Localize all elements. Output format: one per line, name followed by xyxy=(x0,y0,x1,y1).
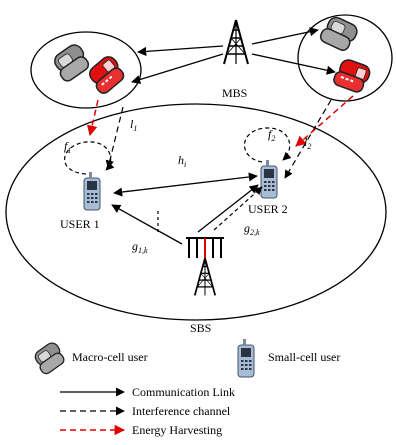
sbs-label: SBS xyxy=(190,321,211,335)
small-cell-phone-user2 xyxy=(260,159,278,199)
small-cell-boundary xyxy=(5,103,387,321)
label-f1: f1 xyxy=(64,139,71,155)
label-g1: g1,k xyxy=(132,239,148,255)
small-cell-phone-user1 xyxy=(83,171,101,211)
legend: Macro-cell user Small-cell user Communic… xyxy=(30,338,340,437)
label-h-i: hi xyxy=(178,153,186,169)
label-l1: l1 xyxy=(130,117,137,133)
legend-communication-label: Communication Link xyxy=(132,385,235,399)
mbs-label: MBS xyxy=(222,86,247,100)
user1-label: USER 1 xyxy=(60,217,100,231)
self-loop-f1 xyxy=(64,141,115,175)
legend-interference-label: Interference channel xyxy=(132,404,231,418)
energy-right xyxy=(295,95,354,147)
legend-macro-user-icon xyxy=(30,339,68,377)
mbs-link-red-right xyxy=(251,53,336,75)
label-g2: g2,k xyxy=(244,221,260,237)
user2-label: USER 2 xyxy=(248,202,288,216)
legend-small-user-label: Small-cell user xyxy=(268,350,340,364)
macro-base-station-tower xyxy=(223,19,249,65)
energy-left xyxy=(86,99,99,137)
label-f2: f2 xyxy=(268,127,275,143)
legend-energy-label: Energy Harvesting xyxy=(132,423,222,437)
link-g2 xyxy=(197,184,259,233)
legend-macro-user-label: Macro-cell user xyxy=(72,350,148,364)
mbs-link-grey-right xyxy=(251,27,319,45)
link-g1 xyxy=(111,204,183,245)
self-loop-f2 xyxy=(243,127,292,163)
small-base-station-tower xyxy=(193,257,217,297)
interference-l1 xyxy=(105,106,124,169)
mbs-link-red-left xyxy=(131,53,224,84)
label-l2: l2 xyxy=(304,135,311,151)
legend-small-user-icon xyxy=(237,338,255,378)
interference-sbs-user2 xyxy=(213,186,263,231)
sbs-antenna-array xyxy=(186,237,224,258)
mbs-link-grey-left xyxy=(137,45,224,56)
link-h-i xyxy=(113,172,258,197)
interference-l2 xyxy=(284,99,332,179)
